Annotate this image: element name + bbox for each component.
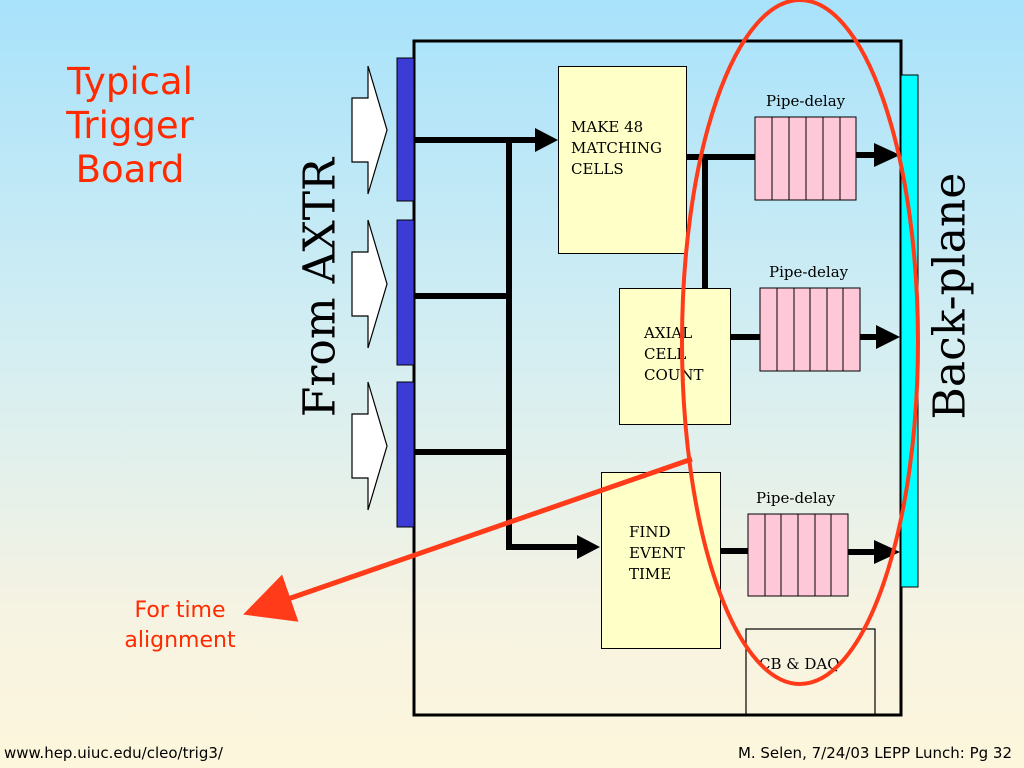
data-arrowheads: [535, 128, 900, 564]
connector-1: [396, 57, 415, 202]
time-alignment-highlight-ellipse: [680, 0, 920, 686]
time-alignment-note: For time alignment: [95, 596, 265, 656]
input-arrow-icon: [351, 381, 388, 511]
connector-2: [396, 219, 415, 366]
data-arrow-icon: [535, 128, 558, 152]
block-line: MAKE 48: [571, 118, 644, 136]
title-line-2: Trigger: [66, 104, 194, 147]
make-matching-cells-block: MAKE 48 MATCHING CELLS: [558, 66, 687, 254]
data-arrow-icon: [876, 325, 900, 349]
block-line: CELL: [644, 345, 687, 363]
note-line-2: alignment: [124, 628, 236, 653]
pipe-delay-label-2: Pipe-delay: [769, 263, 849, 281]
pipe-delay-label-1: Pipe-delay: [766, 92, 846, 110]
input-arrow-icon: [351, 219, 388, 349]
cb-daq-box: [745, 628, 876, 716]
find-event-time-block: FIND EVENT TIME: [601, 472, 721, 649]
block-line: FIND: [629, 523, 671, 541]
block-line: TIME: [629, 565, 672, 583]
title-line-3: Board: [75, 148, 185, 191]
axial-cell-count-block: AXIAL CELL COUNT: [619, 288, 731, 425]
data-arrow-icon: [577, 535, 600, 559]
title-line-1: Typical: [67, 60, 193, 103]
slide-title: Typical Trigger Board: [40, 60, 220, 192]
block-line: MATCHING: [571, 139, 662, 157]
block-line: COUNT: [644, 366, 704, 384]
cb-daq-label: CB & DAQ: [759, 655, 840, 673]
input-arrows: [351, 65, 388, 511]
data-arrow-icon: [874, 143, 900, 167]
pipe-delay-registers: [747, 116, 861, 597]
input-arrow-icon: [351, 65, 388, 195]
time-alignment-pointer-arrow: [243, 456, 693, 622]
footer-credit: M. Selen, 7/24/03 LEPP Lunch: Pg 32: [737, 744, 1012, 762]
data-arrow-icon: [874, 540, 900, 564]
bus-lines: [414, 137, 878, 555]
block-line: EVENT: [629, 544, 685, 562]
pipe-delay-label-3: Pipe-delay: [756, 489, 836, 507]
block-line: CELLS: [571, 160, 624, 178]
note-line-1: For time: [134, 598, 226, 623]
footer-url: www.hep.uiuc.edu/cleo/trig3/: [4, 744, 223, 762]
